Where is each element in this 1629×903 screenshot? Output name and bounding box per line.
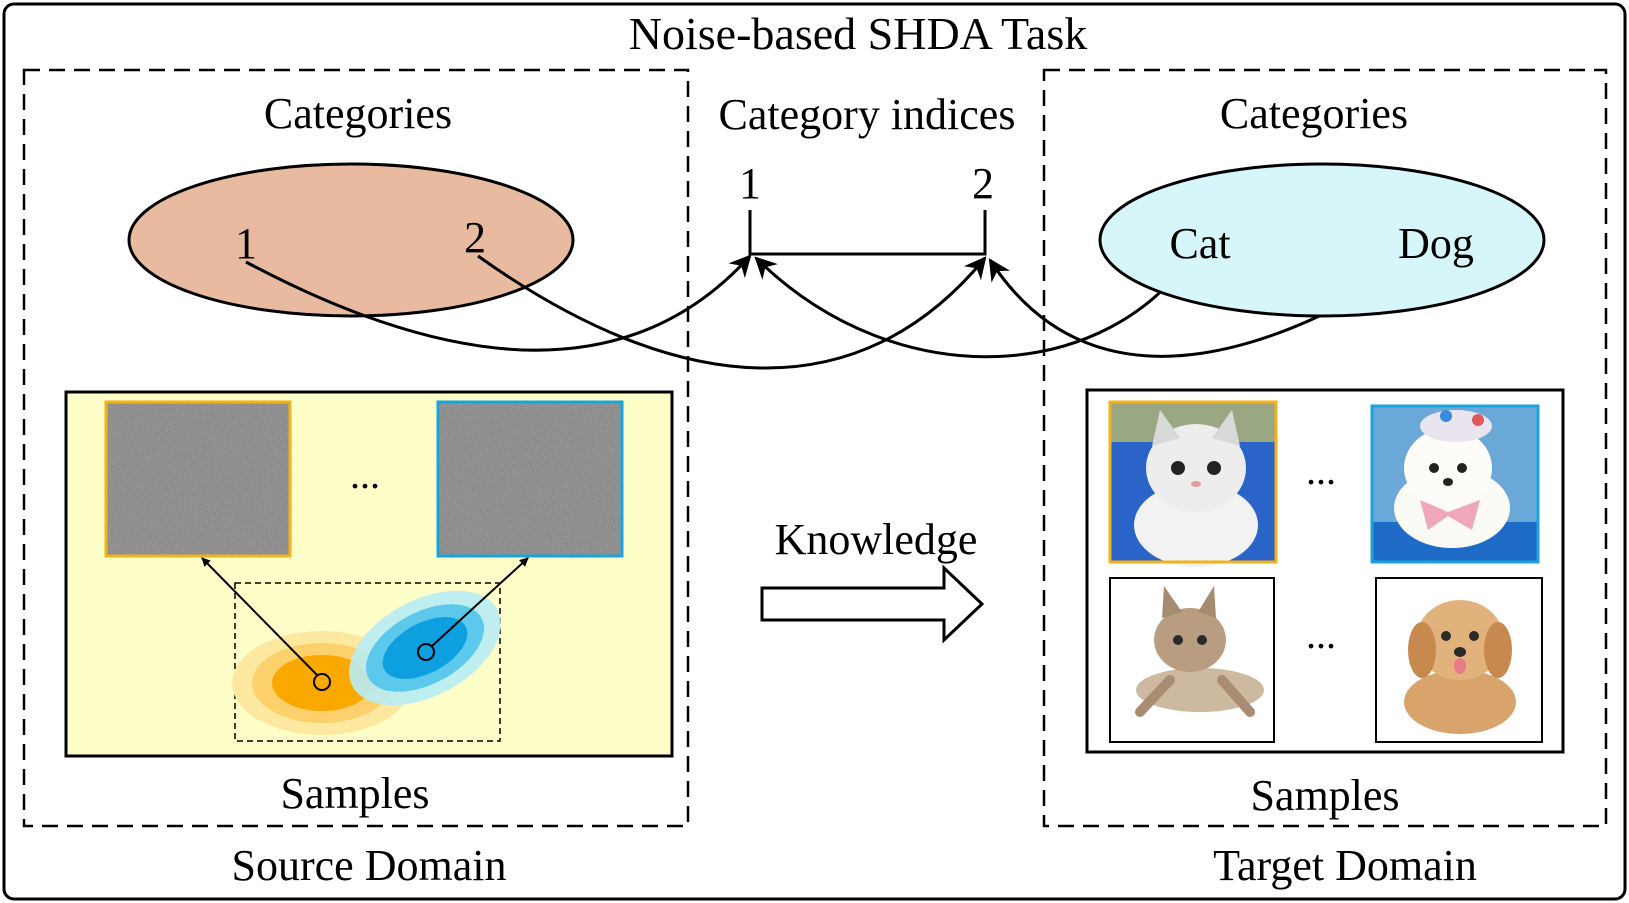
blue-mean-point — [417, 643, 435, 661]
orange-mean-point — [313, 673, 331, 691]
source-domain-box — [22, 68, 690, 828]
target-category-cat: Cat — [1169, 219, 1230, 268]
target-samples-label: Samples — [1250, 771, 1399, 820]
target-samples-ellipsis-top: ... — [1306, 448, 1336, 493]
source-samples-ellipsis: ... — [350, 452, 380, 497]
mapping-curve-target-cat — [754, 253, 1194, 359]
mapping-curve-source-1 — [245, 254, 752, 352]
target-domain-box — [1042, 68, 1608, 828]
source-samples-label: Samples — [280, 769, 429, 818]
noise-texture-1 — [106, 402, 290, 556]
category-index-1: 1 — [739, 159, 761, 208]
cat-photo-2 — [1109, 577, 1275, 743]
knowledge-label: Knowledge — [775, 515, 978, 564]
sample-arrow-1 — [201, 557, 318, 676]
cat-photo-1 — [1108, 400, 1278, 567]
source-category-1: 1 — [235, 219, 257, 268]
target-category-dog: Dog — [1398, 219, 1474, 268]
mapping-curve-source-2 — [477, 254, 987, 370]
target-domain-label: Target Domain — [1213, 841, 1477, 890]
source-domain-label: Source Domain — [232, 841, 507, 890]
target-category-ellipse — [1098, 162, 1546, 318]
dog-photo-2 — [1375, 577, 1543, 743]
distribution-box — [234, 582, 501, 742]
category-index-2: 2 — [972, 159, 994, 208]
category-indices-label: Category indices — [719, 90, 1016, 139]
target-categories-label: Categories — [1220, 89, 1408, 138]
sample-arrow-2 — [431, 557, 529, 647]
source-category-ellipse — [127, 162, 575, 318]
target-samples-ellipsis-bottom: ... — [1306, 612, 1336, 657]
diagram-title: Noise-based SHDA Task — [629, 8, 1087, 59]
noise-texture-2 — [438, 402, 622, 556]
index-bracket — [748, 210, 987, 256]
hollow-right-arrow-icon — [760, 564, 985, 644]
noise-image-1-frame — [104, 400, 292, 558]
source-category-2: 2 — [464, 213, 486, 262]
source-categories-label: Categories — [264, 89, 452, 138]
noise-image-2-frame — [436, 400, 624, 558]
dog-photo-1 — [1370, 404, 1540, 564]
